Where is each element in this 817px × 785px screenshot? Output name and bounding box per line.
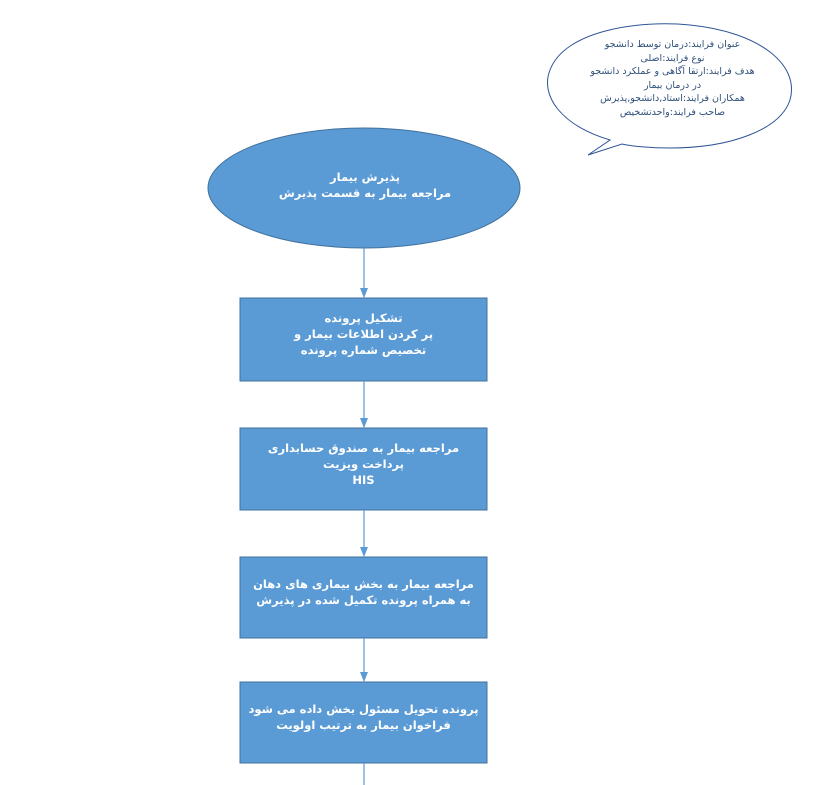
step-line: به همراه پرونده تکمیل شده در پذیرش [256, 593, 471, 607]
step-line: مراجعه بیمار به بخش بیماری های دهان [253, 577, 474, 591]
step-box-1 [239, 297, 488, 382]
start-subtitle: مراجعه بیمار به قسمت پذیرش [278, 186, 452, 200]
step-line: مراجعه بیمار به صندوق حسابداری [267, 441, 460, 455]
step-line: پرداخت ویزیت [323, 457, 404, 471]
step-box-2 [239, 427, 488, 511]
step-4-label: پرونده تحویل مسئول بخش داده می شود فراخو… [240, 697, 487, 737]
process-goal-cont: در درمان بیمار [643, 79, 702, 91]
step-line: فراخوان بیمار به ترتیب اولویت [276, 718, 451, 732]
step-box-4 [239, 681, 488, 764]
step-2-label: مراجعه بیمار به صندوق حسابداری پرداخت وی… [240, 435, 487, 493]
step-line: پر کردن اطلاعات بیمار و [293, 327, 434, 341]
step-line: HIS [352, 473, 375, 487]
step-3-label: مراجعه بیمار به بخش بیماری های دهان به ه… [240, 572, 487, 612]
step-line: تشکیل پرونده [324, 311, 403, 325]
process-owner: صاحب فرایند:واحدتشخیص [619, 106, 726, 118]
start-title: پذیرش بیمار [330, 170, 400, 184]
step-line: تخصیص شماره پرونده [300, 343, 427, 357]
process-collaborators: همکاران فرایند:استاد,دانشجو,پذیرش [600, 93, 745, 104]
step-box-3 [239, 556, 488, 639]
start-label: پذیرش بیمار مراجعه بیمار به قسمت پذیرش [220, 160, 510, 210]
process-title: عنوان فرایند:درمان توسط دانشجو [604, 39, 741, 50]
process-info-text: عنوان فرایند:درمان توسط دانشجو نوع فراین… [575, 38, 770, 119]
step-line: پرونده تحویل مسئول بخش داده می شود [248, 702, 479, 716]
info-speech-bubble [547, 23, 792, 156]
step-1-label: تشکیل پرونده پر کردن اطلاعات بیمار و تخص… [240, 304, 487, 364]
process-type: نوع فرایند:اصلی [640, 52, 705, 64]
process-goal: هدف فرایند:ارتقا آگاهی و عملکرد دانشجو [590, 66, 755, 77]
